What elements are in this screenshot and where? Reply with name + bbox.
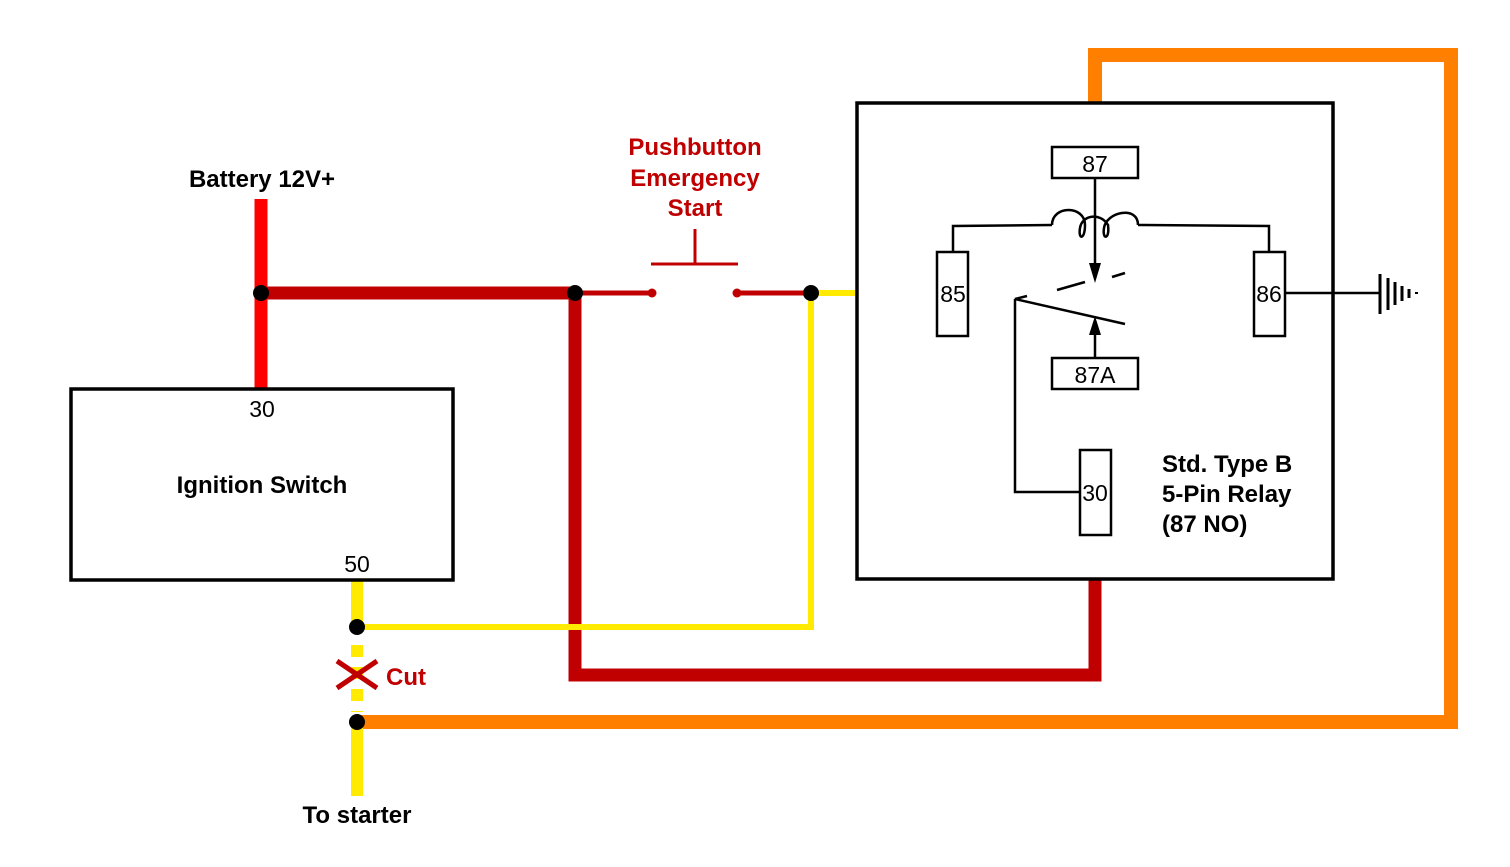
ignition-switch-label: Ignition Switch xyxy=(177,472,348,499)
no-contact-dash-2 xyxy=(1111,271,1126,279)
relay-desc-line-3: (87 NO) xyxy=(1162,511,1247,538)
to-starter-label: To starter xyxy=(303,802,412,829)
relay-pin-87: 87 xyxy=(1082,151,1108,177)
pushbutton-label-line-2: Emergency xyxy=(630,165,760,192)
relay-pin-85: 85 xyxy=(940,281,966,307)
junction-dot-starter xyxy=(349,714,365,730)
no-contact-dash-1 xyxy=(1056,280,1086,292)
relay-pin-86-box xyxy=(1252,250,1287,338)
pushbutton-contact-left xyxy=(647,288,657,298)
relay-pin-86: 86 xyxy=(1256,281,1282,307)
coil-lead-left xyxy=(951,223,1053,252)
arrow-down-icon xyxy=(1089,263,1101,283)
pushbutton-label-line-3: Start xyxy=(668,195,723,222)
relay-desc-line-1: Std. Type B xyxy=(1162,451,1292,478)
relay-coil-icon xyxy=(1050,208,1140,238)
cut-mark-icon xyxy=(335,658,379,691)
junction-dot-ignition-50 xyxy=(349,619,365,635)
relay-desc-line-2: 5-Pin Relay xyxy=(1162,481,1292,508)
battery-label: Battery 12V+ xyxy=(189,166,335,193)
wire-relay-87-to-starter xyxy=(357,48,1458,729)
wire-trigger-loop xyxy=(357,293,814,630)
junction-dot-battery xyxy=(253,285,269,301)
coil-lead-right xyxy=(1137,223,1271,252)
ignition-switch-box xyxy=(69,387,455,582)
relay-pin-85-box xyxy=(935,250,970,338)
pushbutton-label-line-1: Pushbutton xyxy=(628,134,761,161)
ignition-pin-50: 50 xyxy=(344,551,370,577)
pushbutton-switch xyxy=(651,229,738,266)
ignition-pin-30: 30 xyxy=(249,396,275,422)
wire-relay-30-internal xyxy=(1013,299,1080,494)
junction-dot-power xyxy=(567,285,583,301)
relay-pin-30: 30 xyxy=(1082,480,1108,506)
junction-dot-trigger xyxy=(803,285,819,301)
relay-pin-87a: 87A xyxy=(1075,362,1117,388)
ground-symbol-icon xyxy=(1378,274,1418,314)
cut-label: Cut xyxy=(386,664,426,691)
arrow-up-icon xyxy=(1089,316,1101,335)
wire-power-to-relay-30 xyxy=(568,293,1102,682)
relay-pin-30-box xyxy=(1078,448,1113,537)
relay-pin-87a-box xyxy=(1050,356,1140,391)
